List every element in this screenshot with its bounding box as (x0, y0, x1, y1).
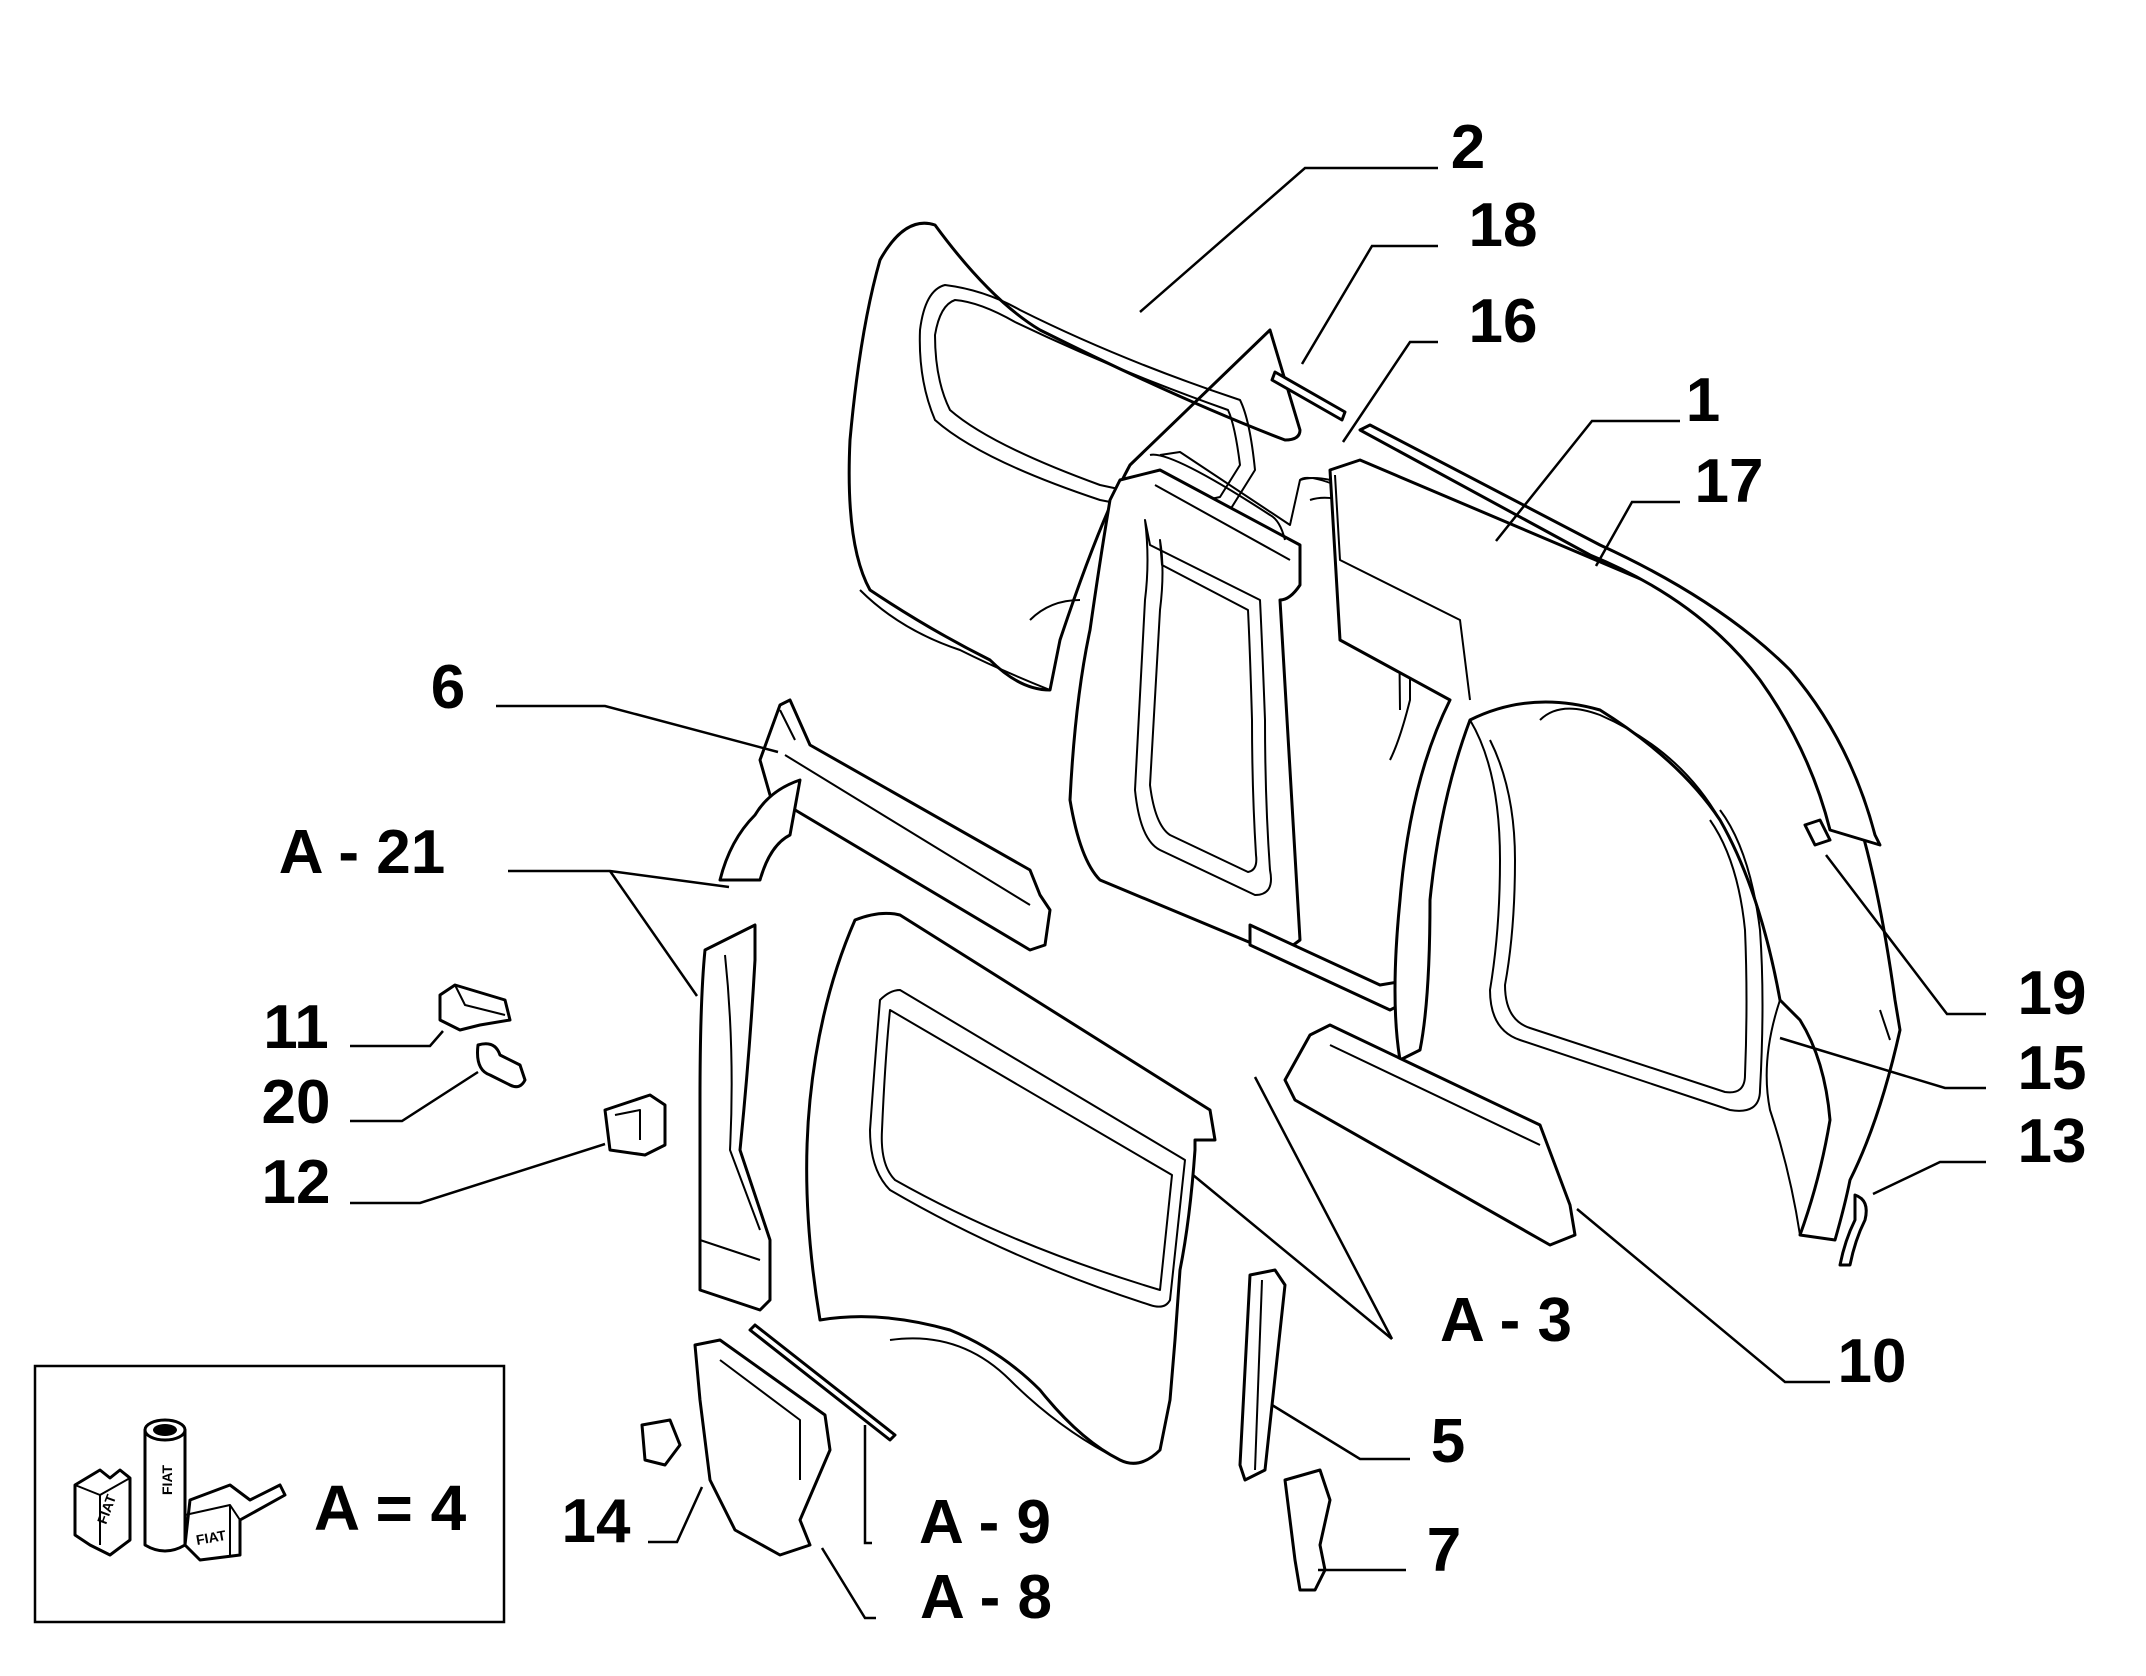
callout-16: 16 (1469, 287, 1538, 356)
part-rear-side-panel-lower (805, 911, 1217, 1465)
part-latch-12 (603, 1093, 667, 1157)
svg-text:FIAT: FIAT (159, 1464, 175, 1495)
part-center-door-frame (1068, 451, 1412, 1012)
callout-19: 19 (2018, 959, 2087, 1028)
part-18-strip (1270, 370, 1347, 422)
part-cross-rail-6 (758, 698, 1052, 952)
callout-18: 18 (1469, 191, 1538, 260)
part-rear-side-panel-upper (847, 221, 1302, 692)
part-13-bracket (1838, 1193, 1868, 1267)
part-roof-rail-17 (1358, 423, 1882, 847)
part-pillar-strip-5 (1238, 1268, 1287, 1482)
part-pillar-a21 (698, 778, 802, 1312)
part-pillar-bracket-7 (1283, 1468, 1332, 1592)
callout-17: 17 (1695, 447, 1764, 516)
callout-2: 2 (1451, 113, 1485, 182)
part-19-clip (1803, 818, 1832, 847)
callout-1: 1 (1686, 366, 1720, 435)
part-rear-inner-panels (640, 1323, 897, 1557)
callout-11: 11 (263, 993, 329, 1062)
fiat-kit-logo: FIAT FIAT FIAT (73, 1418, 287, 1562)
callout-10: 10 (1838, 1327, 1907, 1396)
callout-labels: 2 18 16 1 17 6 A - 21 11 20 12 19 15 13 … (262, 113, 2087, 1632)
callout-13: 13 (2018, 1107, 2087, 1176)
callout-20: 20 (262, 1068, 331, 1137)
part-bracket-11 (438, 983, 512, 1032)
kit-legend: FIAT FIAT FIAT A = 4 (33, 1364, 506, 1624)
callout-a-21: A - 21 (279, 818, 446, 887)
callout-15: 15 (2018, 1034, 2087, 1103)
part-sill-10 (1283, 1023, 1577, 1247)
callout-6: 6 (431, 653, 465, 722)
part-bolt-20 (476, 1042, 527, 1089)
callout-14: 14 (562, 1487, 631, 1556)
callout-7: 7 (1427, 1516, 1461, 1585)
callout-a-9: A - 9 (919, 1488, 1051, 1557)
leader-lines (350, 166, 1986, 1620)
callout-a-8: A - 8 (920, 1563, 1052, 1632)
callout-a-3: A - 3 (1440, 1286, 1572, 1355)
callout-12: 12 (262, 1148, 331, 1217)
callout-5: 5 (1431, 1407, 1465, 1476)
svg-text:FIAT: FIAT (195, 1527, 228, 1548)
kit-quantity-label: A = 4 (314, 1472, 467, 1544)
